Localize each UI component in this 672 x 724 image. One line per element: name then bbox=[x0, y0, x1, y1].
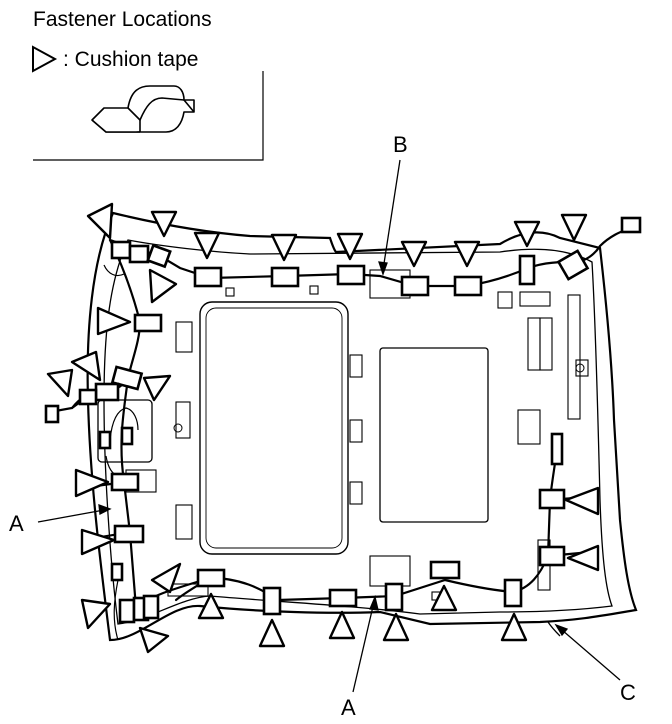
triangle-icon bbox=[138, 626, 170, 654]
callout-label-c: C bbox=[620, 680, 636, 705]
triangle-icon bbox=[46, 368, 74, 398]
triangle-icon bbox=[564, 486, 600, 516]
legend-label: : Cushion tape bbox=[63, 48, 198, 71]
triangle-icon bbox=[197, 592, 225, 620]
triangle-icon bbox=[500, 612, 528, 642]
triangle-icon bbox=[258, 618, 286, 648]
triangle-icon bbox=[74, 468, 110, 498]
triangle-icon bbox=[150, 562, 182, 594]
triangle-icon bbox=[150, 210, 178, 238]
triangle-icon bbox=[513, 220, 541, 248]
triangle-icon bbox=[80, 598, 112, 630]
callout-label-b: B bbox=[393, 132, 408, 157]
callout-leaders bbox=[37, 159, 621, 693]
triangle-icon bbox=[430, 584, 458, 612]
triangle-icon bbox=[400, 240, 428, 268]
triangle-icon bbox=[560, 213, 588, 242]
triangle-icon bbox=[96, 306, 132, 336]
callout-label-a-left: A bbox=[9, 511, 24, 536]
triangle-icon bbox=[336, 232, 364, 261]
triangle-icon bbox=[270, 233, 298, 262]
triangle-icon bbox=[70, 350, 102, 382]
triangle-icon bbox=[382, 612, 410, 642]
cushion-tape-illustration bbox=[91, 85, 195, 133]
triangle-icon bbox=[148, 268, 178, 304]
diagram-title: Fastener Locations bbox=[33, 8, 212, 31]
harness-clips bbox=[44, 216, 642, 624]
triangle-icon bbox=[86, 202, 114, 240]
triangle-icon bbox=[453, 240, 481, 268]
legend: : Cushion tape bbox=[32, 45, 264, 161]
triangle-icon bbox=[193, 231, 221, 260]
triangle-icon bbox=[142, 374, 172, 402]
headliner bbox=[86, 211, 638, 642]
triangle-icon bbox=[566, 544, 600, 572]
callout-label-a-bottom: A bbox=[341, 695, 356, 720]
triangle-icon bbox=[328, 610, 356, 640]
legend-frame bbox=[33, 71, 264, 161]
triangle-icon bbox=[80, 528, 116, 556]
triangle-icon bbox=[32, 45, 58, 73]
cushion-tape-markers bbox=[46, 202, 600, 654]
